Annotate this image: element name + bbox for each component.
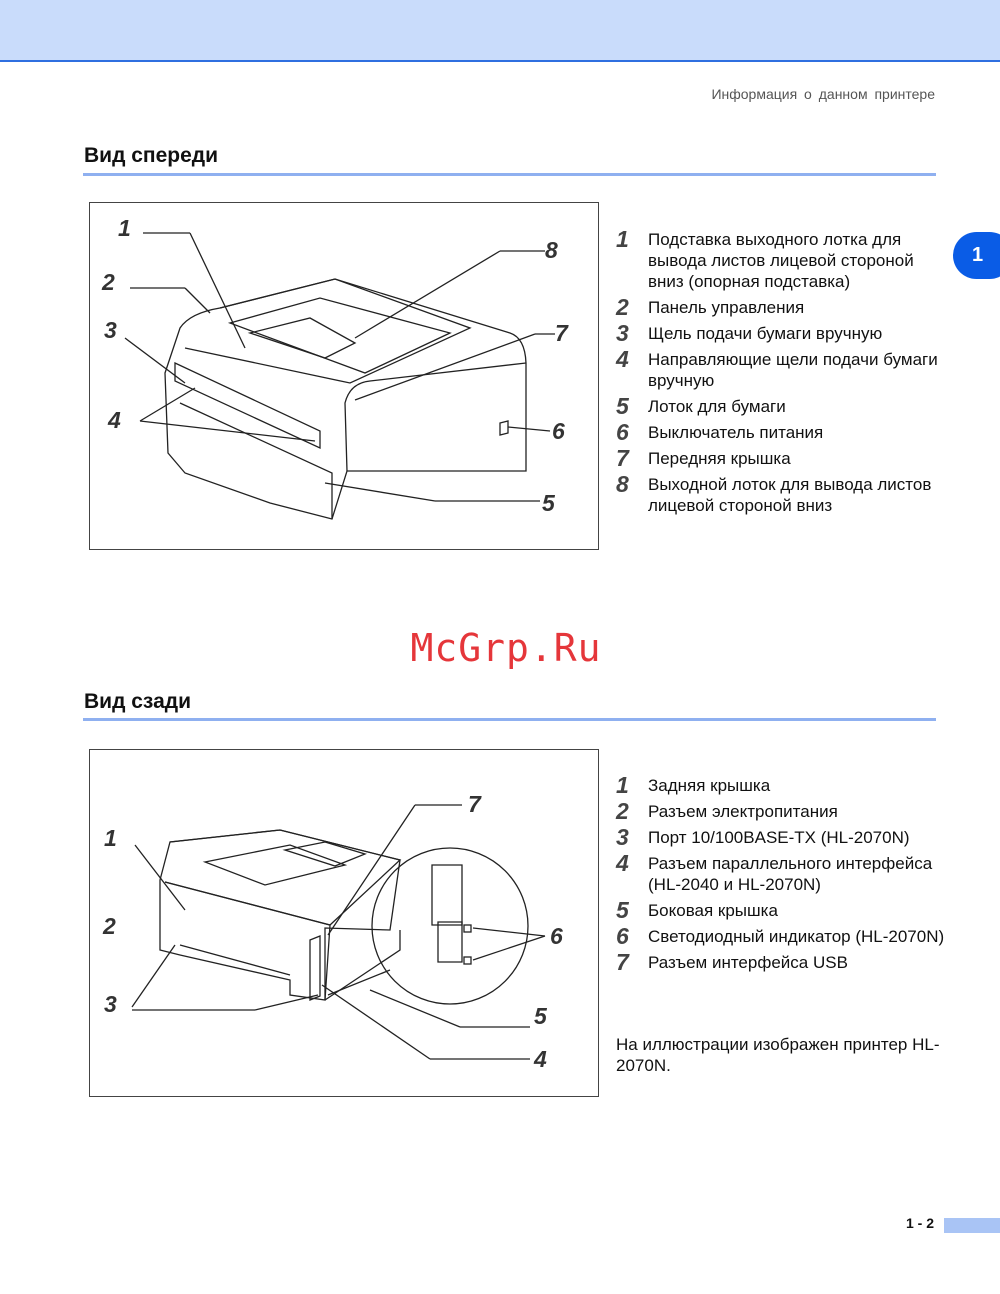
item-number: 4 — [616, 346, 629, 372]
list-item: 2 Панель управления — [616, 294, 946, 320]
callout-1: 1 — [104, 825, 117, 851]
list-item: 8 Выходной лоток для вывода листов лицево… — [616, 471, 946, 516]
list-item: 3 Щель подачи бумаги вручную — [616, 320, 946, 346]
item-number: 4 — [616, 850, 629, 876]
printer-rear-illustration — [131, 804, 546, 1060]
item-number: 7 — [616, 445, 629, 471]
list-item: 4 Направляющие щели подачи бумаги вручную — [616, 346, 946, 391]
callout-4: 4 — [534, 1046, 547, 1072]
heading-rule — [83, 173, 936, 176]
item-number: 8 — [616, 471, 629, 497]
front-view-figure: 1 2 3 4 5 6 7 8 — [89, 202, 599, 550]
item-number: 3 — [616, 824, 629, 850]
list-item: 5 Лоток для бумаги — [616, 393, 946, 419]
item-number: 3 — [616, 320, 629, 346]
item-text: Боковая крышка — [648, 901, 778, 920]
callout-1: 1 — [118, 215, 131, 241]
item-number: 1 — [616, 226, 629, 252]
list-item: 3 Порт 10/100BASE-TX (HL-2070N) — [616, 824, 946, 850]
front-parts-list: 1 Подставка выходного лотка для вывода ли… — [616, 226, 946, 521]
list-item: 6 Светодиодный индикатор (HL-2070N) — [616, 923, 946, 949]
callout-2: 2 — [103, 913, 116, 939]
header-band — [0, 0, 1000, 62]
callout-6: 6 — [550, 923, 563, 949]
item-text: Панель управления — [648, 298, 805, 317]
item-text: Порт 10/100BASE-TX (HL-2070N) — [648, 828, 910, 847]
item-text: Разъем интерфейса USB — [648, 953, 848, 972]
callout-7: 7 — [468, 791, 481, 817]
item-text: Разъем электропитания — [648, 802, 838, 821]
front-view-heading: Вид спереди — [84, 144, 219, 167]
item-text: Выходной лоток для вывода листов лицевой… — [648, 475, 932, 515]
item-text: Лоток для бумаги — [648, 397, 786, 416]
item-text: Светодиодный индикатор (HL-2070N) — [648, 927, 945, 946]
callout-3: 3 — [104, 317, 117, 343]
item-number: 7 — [616, 949, 629, 975]
callout-4: 4 — [108, 407, 121, 433]
watermark: McGrp.Ru — [410, 626, 602, 670]
item-number: 1 — [616, 772, 629, 798]
printer-front-illustration — [124, 232, 555, 520]
item-text: Подставка выходного лотка для вывода лис… — [648, 230, 914, 291]
item-text: Направляющие щели подачи бумаги вручную — [648, 350, 938, 390]
rear-view-figure: 1 2 3 4 5 6 7 — [89, 749, 599, 1097]
list-item: 1 Подставка выходного лотка для вывода ли… — [616, 226, 946, 292]
item-text: Передняя крышка — [648, 449, 791, 468]
item-number: 6 — [616, 419, 629, 445]
rear-view-heading: Вид сзади — [84, 690, 191, 713]
item-text: Разъем параллельного интерфейса (HL-2040… — [648, 854, 933, 894]
illustration-note: На иллюстрации изображен принтер HL-2070… — [616, 1035, 940, 1075]
page-number: 1 - 2 — [906, 1215, 935, 1231]
callout-5: 5 — [542, 490, 555, 516]
list-item: 5 Боковая крышка — [616, 897, 946, 923]
item-text: Задняя крышка — [648, 776, 771, 795]
callout-5: 5 — [534, 1003, 547, 1029]
list-item: 7 Передняя крышка — [616, 445, 946, 471]
list-item: 6 Выключатель питания — [616, 419, 946, 445]
chapter-tab[interactable]: 1 — [953, 232, 1000, 279]
callout-8: 8 — [545, 237, 558, 263]
heading-rule — [83, 718, 936, 721]
list-item: 1 Задняя крышка — [616, 772, 946, 798]
item-text: Щель подачи бумаги вручную — [648, 324, 883, 343]
item-number: 5 — [616, 393, 629, 419]
item-text: Выключатель питания — [648, 423, 824, 442]
item-number: 6 — [616, 923, 629, 949]
callout-6: 6 — [552, 418, 565, 444]
item-number: 2 — [616, 798, 629, 824]
callout-2: 2 — [102, 269, 115, 295]
list-item: 2 Разъем электропитания — [616, 798, 946, 824]
running-title: Информация о данном принтере — [711, 86, 935, 102]
list-item: 7 Разъем интерфейса USB — [616, 949, 946, 975]
item-number: 2 — [616, 294, 629, 320]
list-item: 4 Разъем параллельного интерфейса (HL-204… — [616, 850, 946, 895]
callout-7: 7 — [555, 320, 568, 346]
footer-bar — [944, 1218, 1000, 1233]
callout-3: 3 — [104, 991, 117, 1017]
item-number: 5 — [616, 897, 629, 923]
